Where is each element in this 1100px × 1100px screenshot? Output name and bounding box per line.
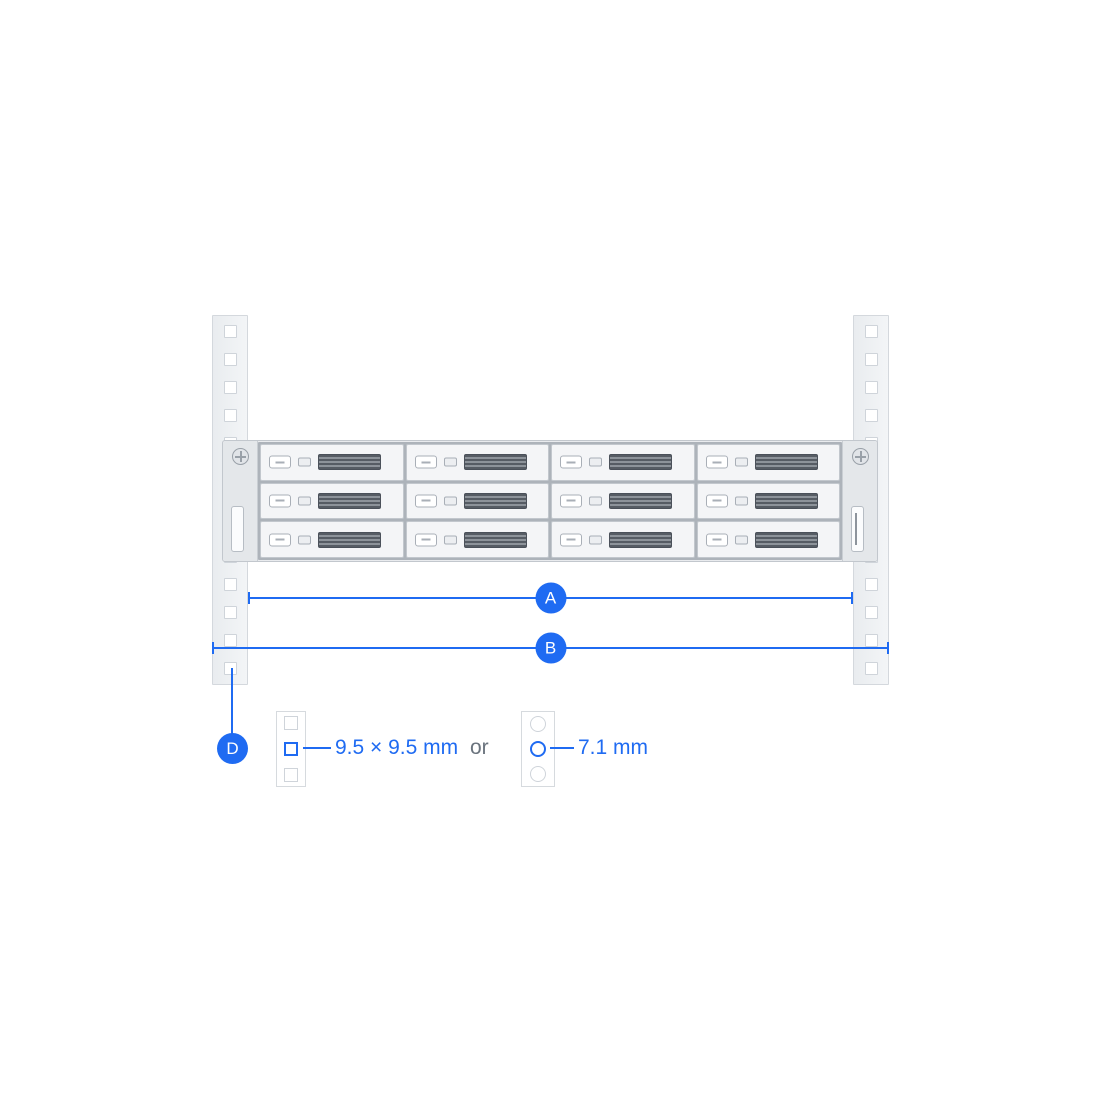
tray-vent-grille [609, 531, 672, 548]
tray-vent-grille [754, 531, 818, 548]
tray-led-indicator [589, 496, 602, 506]
leader-line-square [303, 747, 331, 749]
tray-led-indicator [443, 457, 457, 467]
rack-hole [223, 633, 237, 647]
ear-latch [231, 506, 244, 552]
drive-tray [260, 444, 404, 481]
tray-vent-grille [463, 531, 527, 548]
tray-latch-button [705, 533, 728, 547]
mounting-ear-right [842, 441, 877, 561]
rail-fragment-round-holes [521, 711, 555, 787]
tray-latch-button [269, 455, 291, 469]
dimension-line-a: A [248, 582, 853, 614]
callout-line-d [231, 668, 233, 734]
tray-led-indicator [443, 535, 457, 545]
drive-tray [551, 521, 695, 558]
drive-tray [696, 482, 840, 520]
drive-tray [551, 444, 695, 481]
round-hole-dimension-label: 7.1 mm [578, 736, 649, 759]
dimension-tick [248, 592, 250, 604]
tray-latch-button [414, 494, 437, 508]
rack-hole [223, 661, 237, 675]
tray-vent-grille [754, 454, 818, 471]
round-hole-highlighted [530, 741, 546, 757]
rackmount-server [222, 440, 878, 562]
round-hole [530, 716, 546, 732]
tray-latch-button [705, 494, 728, 508]
tray-led-indicator [734, 496, 748, 506]
screw-icon [852, 448, 869, 465]
round-hole [530, 766, 546, 782]
drive-tray [405, 482, 549, 520]
tray-vent-grille [318, 531, 381, 548]
dimension-tick [851, 592, 853, 604]
tray-led-indicator [298, 457, 311, 467]
drive-bay-grid [258, 442, 842, 560]
drive-tray [696, 521, 840, 558]
tray-led-indicator [589, 535, 602, 545]
drive-tray [551, 482, 695, 520]
tray-latch-button [560, 494, 582, 508]
tray-led-indicator [298, 535, 311, 545]
rack-hole [864, 325, 878, 338]
rack-hole [223, 325, 237, 338]
ear-latch [851, 506, 864, 552]
dimension-label-d: D [217, 733, 248, 764]
tray-led-indicator [298, 496, 311, 506]
rack-hole [864, 577, 878, 591]
dimension-tick [887, 642, 889, 654]
rail-fragment-square-holes [276, 711, 306, 787]
tray-latch-button [414, 533, 437, 547]
tray-vent-grille [609, 454, 672, 471]
tray-led-indicator [589, 457, 602, 467]
rack-hole [223, 409, 237, 423]
rack-hole [864, 605, 878, 619]
tray-latch-button [560, 455, 582, 469]
rack-hole [223, 577, 237, 591]
tray-vent-grille [754, 492, 818, 509]
screw-icon [232, 448, 249, 465]
tray-latch-button [269, 533, 291, 547]
drive-tray [260, 482, 404, 520]
tray-vent-grille [609, 492, 672, 509]
rack-hole [223, 381, 237, 395]
dimension-label-a: A [535, 582, 566, 614]
tray-latch-button [560, 533, 582, 547]
square-hole-dimension-label: 9.5 × 9.5 mm [335, 736, 459, 759]
mounting-ear-left [223, 441, 258, 561]
rack-hole [864, 633, 878, 647]
tray-vent-grille [318, 454, 381, 471]
drive-tray [405, 444, 549, 481]
tray-led-indicator [734, 457, 748, 467]
drive-tray [405, 521, 549, 558]
tray-vent-grille [463, 492, 527, 509]
tray-latch-button [414, 455, 437, 469]
drive-tray [696, 444, 840, 481]
drive-tray [260, 521, 404, 558]
rack-hole [864, 381, 878, 395]
square-hole [284, 716, 298, 730]
square-hole-highlighted [284, 742, 298, 756]
rack-hole [864, 409, 878, 423]
tray-latch-button [269, 494, 291, 508]
rack-hole [864, 661, 878, 675]
rack-hole [864, 353, 878, 367]
dimension-tick [212, 642, 214, 654]
leader-line-round [550, 747, 574, 749]
rack-hole [223, 353, 237, 367]
tray-led-indicator [734, 535, 748, 545]
tray-latch-button [705, 455, 728, 469]
dimension-label-b: B [535, 632, 566, 664]
rack-hole [223, 605, 237, 619]
tray-vent-grille [318, 492, 381, 509]
tray-vent-grille [463, 454, 527, 471]
square-hole [284, 768, 298, 782]
dimension-line-b: B [212, 632, 889, 664]
or-label: or [470, 736, 489, 759]
tray-led-indicator [443, 496, 457, 506]
